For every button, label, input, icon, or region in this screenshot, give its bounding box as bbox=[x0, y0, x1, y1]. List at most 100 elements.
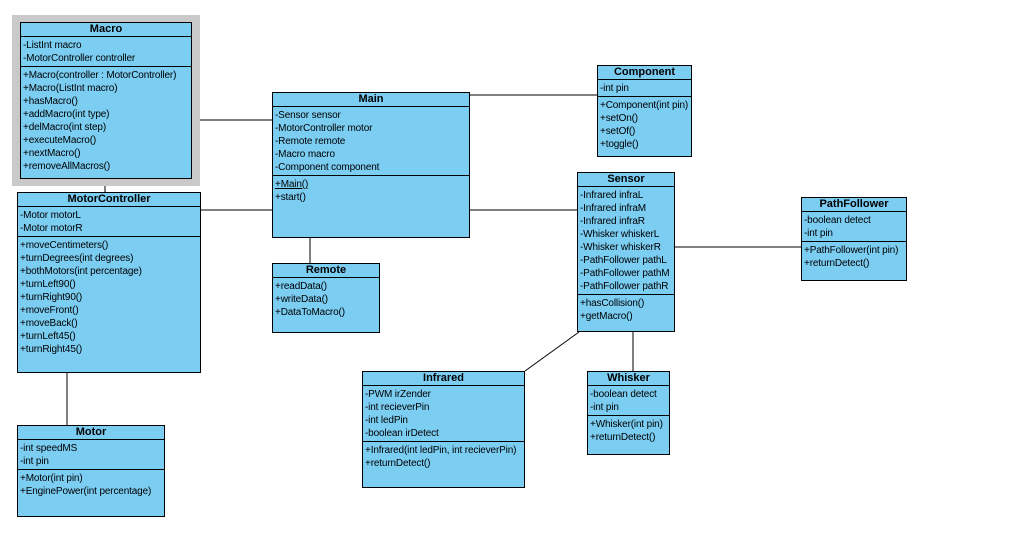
member-row: +executeMacro() bbox=[23, 135, 97, 146]
class-pathfollower[interactable]: PathFollower -boolean detect -int pin +Pa… bbox=[801, 197, 907, 281]
class-motorcontroller[interactable]: MotorController -Motor motorL-Motor moto… bbox=[17, 192, 201, 373]
member-row: -int pin bbox=[20, 456, 49, 467]
member-row: -Motor motorR bbox=[20, 223, 83, 234]
member-row: -PWM irZender bbox=[365, 389, 431, 400]
methods-compartment: +Macro(controller : MotorController)+Mac… bbox=[21, 66, 191, 178]
member-row: +removeAllMacros() bbox=[23, 161, 111, 172]
attributes-compartment: -int pin bbox=[598, 79, 691, 96]
member-row: +moveCentimeters() bbox=[20, 240, 109, 251]
class-title: MotorController bbox=[67, 193, 151, 205]
attributes-compartment: -boolean detect -int pin bbox=[802, 211, 906, 241]
member-row: +Main() bbox=[275, 179, 309, 190]
member-row: -Infrared infraM bbox=[580, 203, 646, 214]
member-row: -ListInt macro bbox=[23, 40, 82, 51]
attributes-compartment: -Infrared infraL-Infrared infraM-Infrare… bbox=[578, 186, 674, 294]
member-row: -int pin bbox=[804, 228, 833, 239]
member-row: +readData() bbox=[275, 281, 327, 292]
member-row: +turnRight90() bbox=[20, 292, 83, 303]
member-row: +turnLeft45() bbox=[20, 331, 76, 342]
member-row: -int speedMS bbox=[20, 443, 78, 454]
attributes-compartment: -int speedMS -int pin bbox=[18, 439, 164, 469]
class-title: Macro bbox=[89, 23, 123, 35]
methods-compartment: +Motor(int pin) +EnginePower(int percenta… bbox=[18, 469, 164, 516]
class-title: Whisker bbox=[607, 372, 650, 384]
member-row: +Whisker(int pin) bbox=[590, 419, 663, 430]
class-main[interactable]: Main -Sensor sensor -MotorController moto… bbox=[272, 92, 470, 238]
member-row: +nextMacro() bbox=[23, 148, 81, 159]
member-row: -int recieverPin bbox=[365, 402, 430, 413]
class-title: Sensor bbox=[607, 173, 645, 185]
member-row: +toggle() bbox=[600, 139, 639, 150]
methods-compartment: +moveCentimeters() +turnDegrees(int degre… bbox=[18, 236, 200, 372]
member-row: +PathFollower(int pin) bbox=[804, 245, 899, 256]
class-title: Motor bbox=[75, 426, 107, 438]
member-row: +turnLeft90() bbox=[20, 279, 76, 290]
member-row: -boolean detect bbox=[804, 215, 871, 226]
class-component[interactable]: Component -int pin +Component(int pin) +s… bbox=[597, 65, 692, 157]
member-row: -PathFollower pathM bbox=[580, 268, 670, 279]
methods-compartment: +hasCollision() +getMacro() bbox=[578, 294, 674, 331]
class-title: Infrared bbox=[423, 372, 464, 384]
member-row: +Motor(int pin) bbox=[20, 473, 83, 484]
class-infrared[interactable]: Infrared -PWM irZender -int recieverPin -i… bbox=[362, 371, 525, 488]
methods-compartment: +readData()+writeData()+DataToMacro() bbox=[273, 277, 379, 332]
class-title: Remote bbox=[305, 264, 347, 276]
member-row: +delMacro(int step) bbox=[23, 122, 107, 133]
member-row: +moveFront() bbox=[20, 305, 79, 316]
member-row: -Sensor sensor bbox=[275, 110, 341, 121]
attributes-compartment: -ListInt macro -MotorController controlle… bbox=[21, 36, 191, 66]
member-row: -boolean detect bbox=[590, 389, 657, 400]
member-row: +addMacro(int type) bbox=[23, 109, 110, 120]
member-row: +start() bbox=[275, 192, 306, 203]
member-row: -Remote remote bbox=[275, 136, 346, 147]
class-motor[interactable]: Motor -int speedMS -int pin +Motor(int pi… bbox=[17, 425, 165, 517]
member-row: +hasCollision() bbox=[580, 298, 645, 309]
member-row: +Macro(ListInt macro) bbox=[23, 83, 118, 94]
class-remote[interactable]: Remote +readData()+writeData()+DataToMac… bbox=[272, 263, 380, 333]
member-row: -PathFollower pathL bbox=[580, 255, 667, 266]
member-row: -Macro macro bbox=[275, 149, 335, 160]
member-row: +turnRight45() bbox=[20, 344, 83, 355]
member-row: +hasMacro() bbox=[23, 96, 78, 107]
member-row: -boolean irDetect bbox=[365, 428, 439, 439]
member-row: -Whisker whiskerL bbox=[580, 229, 660, 240]
member-row: -int pin bbox=[600, 83, 629, 94]
class-macro[interactable]: Macro -ListInt macro -MotorController con… bbox=[20, 22, 192, 179]
methods-compartment: +Component(int pin) +setOn() +setOf() +togg… bbox=[598, 96, 691, 156]
member-row: -Motor motorL bbox=[20, 210, 81, 221]
methods-compartment: +PathFollower(int pin) +returnDetect() bbox=[802, 241, 906, 280]
member-row: -MotorController controller bbox=[23, 53, 136, 64]
class-title: PathFollower bbox=[819, 198, 889, 210]
methods-compartment: +Main() +start() bbox=[273, 175, 469, 237]
member-row: -PathFollower pathR bbox=[580, 281, 669, 292]
member-row: +Component(int pin) bbox=[600, 100, 689, 111]
class-sensor[interactable]: Sensor -Infrared infraL -Infrared infraM -… bbox=[577, 172, 675, 332]
member-row: +returnDetect() bbox=[804, 258, 870, 269]
attributes-compartment: -Sensor sensor -MotorController motor -Rem… bbox=[273, 106, 469, 175]
member-row: +EnginePower(int percentage) bbox=[20, 486, 152, 497]
class-title: Component bbox=[613, 66, 676, 78]
member-row: +bothMotors(int percentage) bbox=[20, 266, 142, 277]
member-row: +setOn() bbox=[600, 113, 638, 124]
relation-sensor-infrared[interactable] bbox=[524, 331, 580, 372]
member-row: -int pin bbox=[590, 402, 619, 413]
attributes-compartment: -PWM irZender -int recieverPin -int ledPin… bbox=[363, 385, 524, 441]
attributes-compartment: -Motor motorL -Motor motorR bbox=[18, 206, 200, 236]
member-row: -Whisker whiskerR bbox=[580, 242, 661, 253]
member-row: -Component component bbox=[275, 162, 380, 173]
member-row: +setOf() bbox=[600, 126, 636, 137]
member-row: +Infrared(int ledPin, int recieverPin) bbox=[365, 445, 517, 456]
methods-compartment: +Whisker(int pin)+returnDetect() bbox=[588, 415, 669, 454]
member-row: +getMacro() bbox=[580, 311, 633, 322]
member-row: -Infrared infraL bbox=[580, 190, 644, 201]
member-row: +returnDetect() bbox=[365, 458, 431, 469]
class-whisker[interactable]: Whisker -boolean detect -int pin +Whisker… bbox=[587, 371, 670, 455]
member-row: -int ledPin bbox=[365, 415, 408, 426]
attributes-compartment: -boolean detect -int pin bbox=[588, 385, 669, 415]
member-row: -MotorController motor bbox=[275, 123, 373, 134]
member-row: +turnDegrees(int degrees) bbox=[20, 253, 134, 264]
class-title: Main bbox=[358, 93, 384, 105]
member-row: +DataToMacro() bbox=[275, 307, 345, 318]
